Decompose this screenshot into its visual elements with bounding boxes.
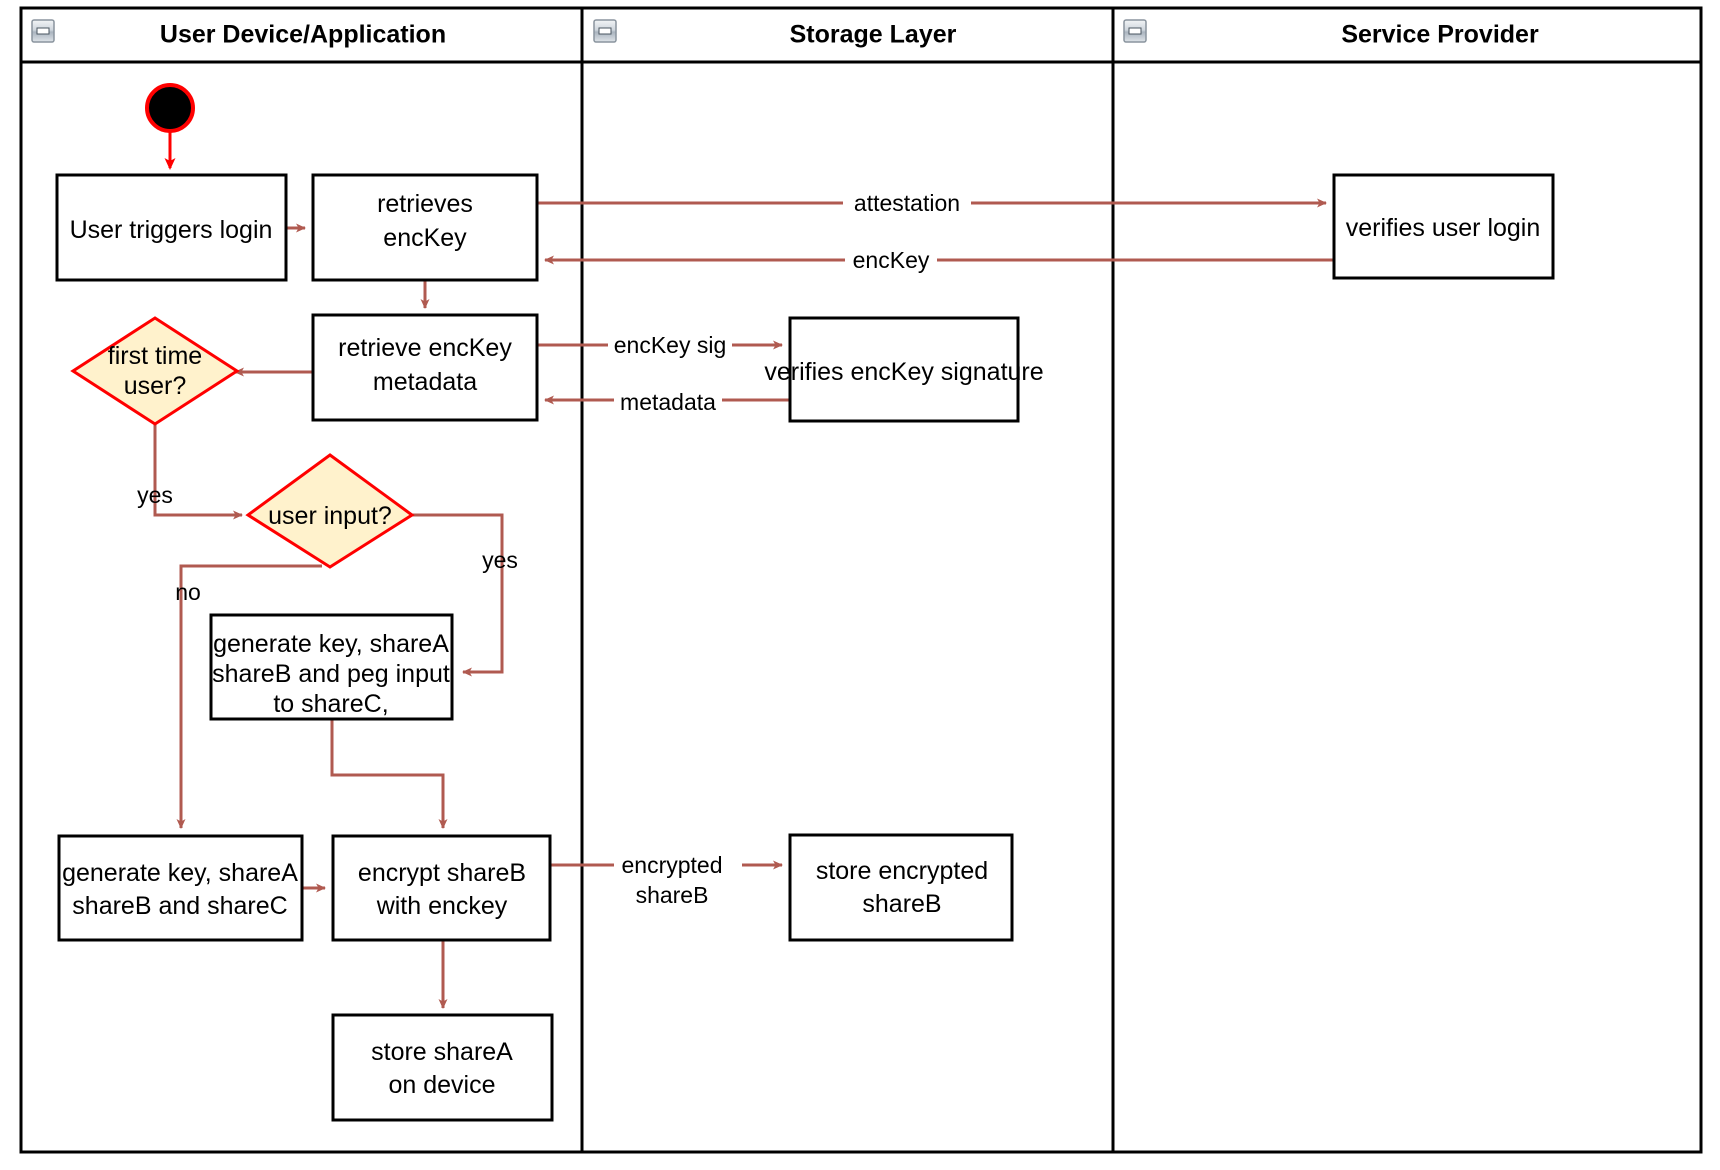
svg-text:encKey: encKey [853,247,930,273]
lane-header-service-provider[interactable]: Service Provider [1123,19,1539,49]
node-label-line2: on device [388,1071,495,1099]
initial-node[interactable] [145,83,195,133]
collapse-minus-square-icon[interactable] [593,19,617,43]
node-label-line1: store shareA [371,1038,513,1066]
node-generate-peg-input[interactable]: generate key, shareA shareB and peg inpu… [209,613,454,721]
node-label-line1: store encrypted [816,857,988,885]
node-label-line1: encrypt shareB [358,859,526,887]
edge-yes-to-user-input [153,414,243,520]
node-label-line2: user? [124,372,187,400]
node-label-line2: shareB and peg input [212,660,450,688]
node-label-line1: retrieve encKey [338,334,512,362]
node-label-line2: metadata [373,368,477,396]
node-label-line3: to shareC, [273,690,388,718]
edge-yes-to-generate-peg-input [410,513,504,677]
node-label-line1: first time [108,342,202,370]
edge-peg-input-to-encrypt [330,718,448,829]
collapse-minus-square-icon[interactable] [31,19,55,43]
node-store-encrypted-shareb[interactable]: store encrypted shareB [788,833,1014,942]
node-label: User triggers login [70,216,273,244]
node-label-line2: shareB and shareC [72,892,287,920]
svg-text:shareB: shareB [636,882,709,908]
edge-label-yes-user-input: yes [482,547,518,573]
svg-text:encKey sig: encKey sig [614,332,727,358]
node-verifies-user-login[interactable]: verifies user login [1332,173,1555,280]
lane-title-storage: Storage Layer [790,21,957,49]
edge-label-enckey: encKey [845,245,937,275]
node-label: user input? [268,502,392,530]
node-user-input-decision[interactable]: user input? [245,453,415,569]
node-label-line2: with enckey [376,892,508,920]
node-label-line2: shareB [862,890,941,918]
edge-no-to-generate-shares [176,564,322,829]
edge-label-metadata: metadata [614,387,722,417]
node-label-line2: encKey [383,224,467,252]
lane-header-storage[interactable]: Storage Layer [593,19,957,49]
edge-label-no-user-input: no [175,579,201,605]
svg-text:attestation: attestation [854,190,960,216]
node-retrieve-enckey-metadata[interactable]: retrieve encKey metadata [311,313,539,422]
edge-label-attestation: attestation [843,188,971,218]
node-label: verifies encKey signature [764,358,1043,386]
node-retrieves-enckey[interactable]: retrieves encKey [311,173,539,282]
node-label-line1: retrieves [377,190,473,218]
edge-label-enckey-sig: encKey sig [608,330,732,360]
node-label: verifies user login [1346,214,1541,242]
node-encrypt-shareb[interactable]: encrypt shareB with enckey [331,834,552,942]
node-generate-shares[interactable]: generate key, shareA shareB and shareC [57,834,304,942]
node-verifies-enckey-signature[interactable]: verifies encKey signature [764,316,1044,423]
node-store-sharea[interactable]: store shareA on device [331,1013,554,1122]
svg-text:metadata: metadata [620,389,716,415]
edge-label-yes-first-time: yes [137,482,173,508]
lane-title-user-device: User Device/Application [160,21,446,49]
collapse-minus-square-icon[interactable] [1123,19,1147,43]
node-label-line1: generate key, shareA [62,859,298,887]
lane-title-service-provider: Service Provider [1341,21,1539,49]
node-user-triggers-login[interactable]: User triggers login [55,173,288,282]
node-first-time-user-decision[interactable]: first time user? [70,316,240,426]
svg-text:encrypted: encrypted [621,852,722,878]
node-label-line1: generate key, shareA [213,630,449,658]
edge-label-encrypted-shareb: encrypted shareB [614,848,742,908]
lane-header-user-device[interactable]: User Device/Application [31,19,446,49]
